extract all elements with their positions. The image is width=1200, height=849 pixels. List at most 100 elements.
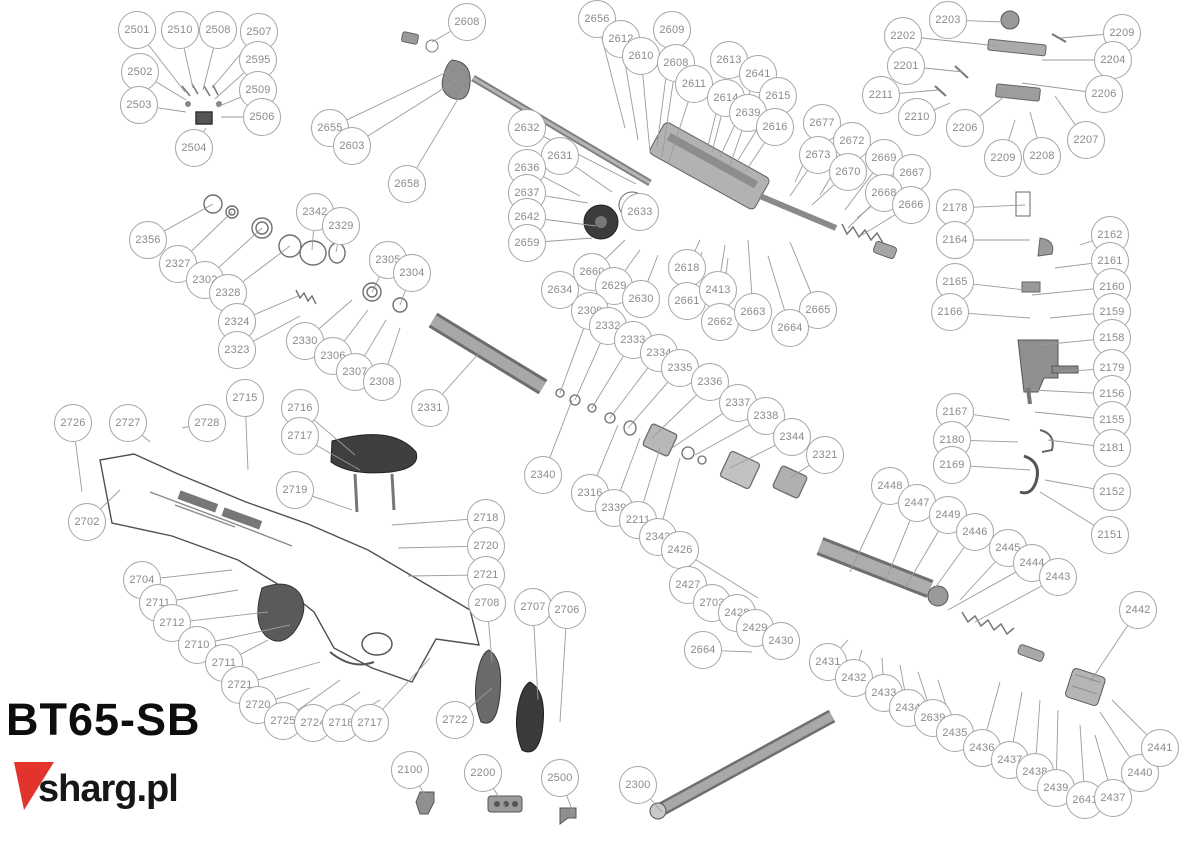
part-callout-2331: 2331	[411, 389, 449, 427]
part-callout-2442: 2442	[1119, 591, 1157, 629]
part-callout-2178: 2178	[936, 189, 974, 227]
part-callout-2340: 2340	[524, 456, 562, 494]
sketch-cheek-rest-posts	[353, 473, 396, 513]
part-callout-2502: 2502	[121, 53, 159, 91]
brand-triangle-icon	[14, 762, 54, 810]
leader-lines	[75, 20, 1147, 813]
sketch-seal-rings	[203, 194, 408, 313]
part-callout-2506: 2506	[243, 98, 281, 136]
part-callout-2501: 2501	[118, 11, 156, 49]
part-callout-2321: 2321	[806, 436, 844, 474]
part-callout-2438: 2438	[1016, 753, 1054, 791]
part-callout-2726: 2726	[54, 404, 92, 442]
part-callout-2508: 2508	[199, 11, 237, 49]
part-callout-2211: 2211	[862, 76, 900, 114]
part-callout-2722: 2722	[436, 701, 474, 739]
sketch-rotary-magazine	[583, 191, 646, 240]
sketch-piston-parts	[758, 193, 898, 260]
sketch-scope-screws	[401, 31, 439, 53]
part-callout-2662: 2662	[701, 303, 739, 341]
part-callout-2206: 2206	[1085, 75, 1123, 113]
part-callout-2718: 2718	[322, 704, 360, 742]
part-callout-2206: 2206	[946, 109, 984, 147]
part-callout-2329: 2329	[322, 207, 360, 245]
part-callout-2632: 2632	[508, 109, 546, 147]
part-callout-2631: 2631	[541, 137, 579, 175]
part-callout-2633: 2633	[621, 193, 659, 231]
sketch-lower-barrel	[649, 709, 836, 820]
sketch-grip-insert	[257, 583, 305, 642]
part-callout-2500: 2500	[541, 759, 579, 797]
part-sketches	[99, 10, 1106, 825]
sketch-air-cylinder	[816, 537, 1106, 707]
part-callout-2413: 2413	[699, 271, 737, 309]
part-callout-2630: 2630	[622, 280, 660, 318]
part-callout-2611: 2611	[675, 65, 713, 103]
part-callout-2200: 2200	[464, 754, 502, 792]
part-callout-2152: 2152	[1093, 473, 1131, 511]
part-callout-2300: 2300	[619, 766, 657, 804]
part-callout-2308: 2308	[363, 363, 401, 401]
part-callout-2659: 2659	[508, 224, 546, 262]
brand-logo: sharg.pl	[14, 762, 179, 812]
part-callout-2608: 2608	[448, 3, 486, 41]
part-callout-2707: 2707	[514, 588, 552, 626]
part-callout-2727: 2727	[109, 404, 147, 442]
sketch-barrel	[471, 74, 652, 187]
part-callout-2616: 2616	[756, 108, 794, 146]
part-callout-2717: 2717	[351, 704, 389, 742]
part-callout-2715: 2715	[226, 379, 264, 417]
part-callout-2446: 2446	[956, 513, 994, 551]
part-callout-2719: 2719	[276, 471, 314, 509]
part-callout-2443: 2443	[1039, 558, 1077, 596]
part-callout-2510: 2510	[161, 11, 199, 49]
part-callout-2603: 2603	[333, 127, 371, 165]
part-callout-2595: 2595	[239, 41, 277, 79]
sketch-shroud-tube	[428, 312, 548, 395]
part-callout-2204: 2204	[1094, 41, 1132, 79]
part-callout-2673: 2673	[799, 136, 837, 174]
sketch-trigger-guard	[329, 651, 375, 666]
part-callout-2169: 2169	[933, 446, 971, 484]
part-callout-2203: 2203	[929, 1, 967, 39]
part-callout-2708: 2708	[468, 584, 506, 622]
part-callout-2151: 2151	[1091, 516, 1129, 554]
part-callout-2728: 2728	[188, 404, 226, 442]
part-callout-2666: 2666	[892, 186, 930, 224]
sketch-stock	[99, 453, 480, 683]
part-callout-2504: 2504	[175, 129, 213, 167]
part-callout-2670: 2670	[829, 153, 867, 191]
part-callout-2441: 2441	[1141, 729, 1179, 767]
part-callout-2356: 2356	[129, 221, 167, 259]
part-callout-2210: 2210	[898, 98, 936, 136]
part-callout-2323: 2323	[218, 331, 256, 369]
part-callout-2207: 2207	[1067, 121, 1105, 159]
part-callout-2610: 2610	[622, 37, 660, 75]
part-callout-2664: 2664	[771, 309, 809, 347]
part-callout-2100: 2100	[391, 751, 429, 789]
sketch-butt-pad	[475, 649, 544, 753]
part-callout-2503: 2503	[120, 86, 158, 124]
part-callout-2209: 2209	[984, 139, 1022, 177]
part-callout-2440: 2440	[1121, 754, 1159, 792]
sketch-ring-chain	[555, 388, 808, 499]
part-callout-2208: 2208	[1023, 137, 1061, 175]
part-callout-2426: 2426	[661, 531, 699, 569]
part-callout-2164: 2164	[936, 221, 974, 259]
part-callout-2658: 2658	[388, 165, 426, 203]
part-callout-2430: 2430	[762, 622, 800, 660]
sketch-scope-mount	[934, 10, 1067, 102]
sketch-cheek-rest	[330, 434, 418, 474]
sketch-trigger-assembly	[1015, 191, 1079, 495]
part-callout-2201: 2201	[887, 47, 925, 85]
part-callout-2664: 2664	[684, 631, 722, 669]
part-callout-2706: 2706	[548, 591, 586, 629]
brand-logo-text: sharg.pl	[38, 768, 179, 810]
model-title: BT65-SB	[6, 694, 201, 745]
part-callout-2717: 2717	[281, 417, 319, 455]
part-callout-2702: 2702	[68, 503, 106, 541]
part-callout-2344: 2344	[773, 418, 811, 456]
